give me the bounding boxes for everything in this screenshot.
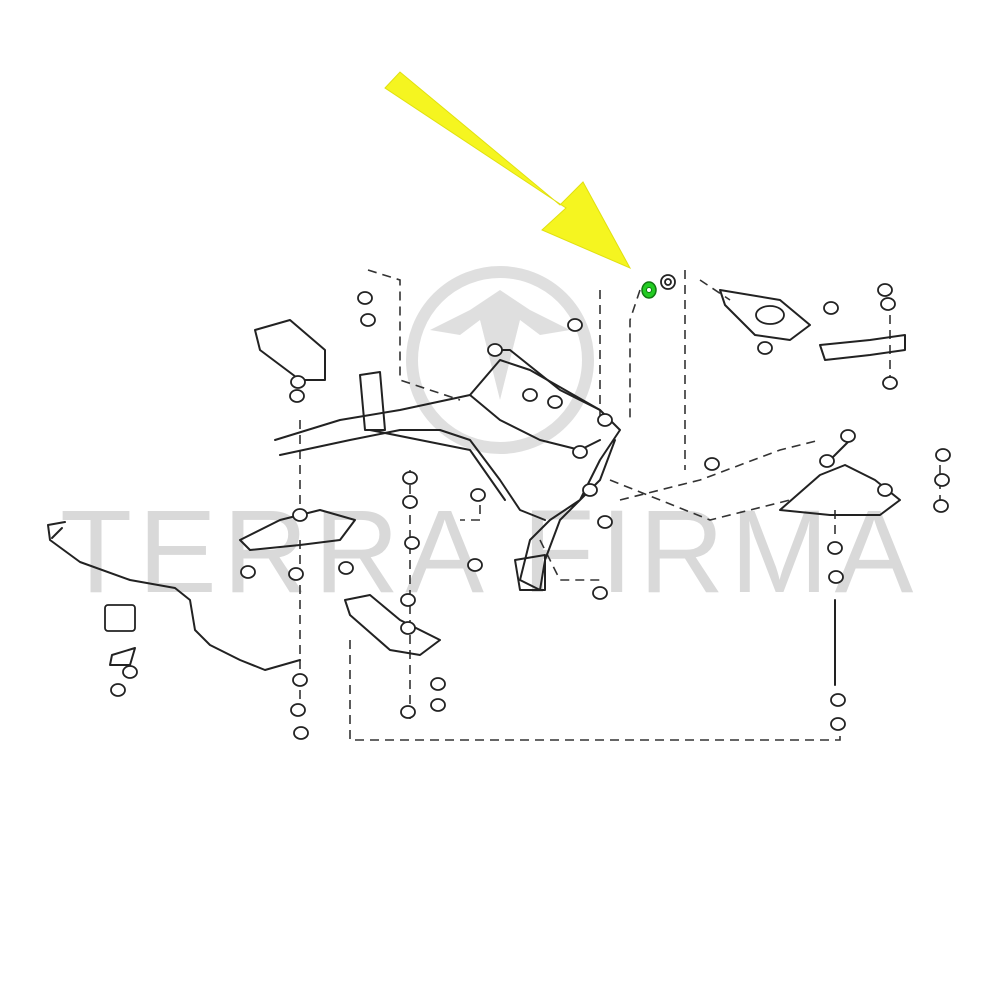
fastener <box>404 536 420 550</box>
fasteners <box>110 283 951 740</box>
fastener <box>880 297 896 311</box>
fastener <box>592 586 608 600</box>
fastener <box>823 301 839 315</box>
fastener <box>597 515 613 529</box>
fastener <box>572 445 588 459</box>
fastener <box>400 593 416 607</box>
fastener <box>819 454 835 468</box>
fastener <box>934 473 950 487</box>
fastener <box>827 541 843 555</box>
pointer-arrow <box>384 71 632 270</box>
fastener <box>122 665 138 679</box>
watermark-text: TERRA FIRMA <box>60 486 919 618</box>
fastener <box>292 673 308 687</box>
fastener <box>487 343 503 357</box>
fastener <box>293 726 309 740</box>
fastener <box>933 499 949 513</box>
fastener <box>360 313 376 327</box>
fastener <box>467 558 483 572</box>
fastener <box>840 429 856 443</box>
fastener <box>292 508 308 522</box>
fastener <box>290 703 306 717</box>
fastener <box>338 561 354 575</box>
fastener <box>430 677 446 691</box>
fastener <box>110 683 126 697</box>
fastener <box>597 413 613 427</box>
fastener <box>882 376 898 390</box>
fastener <box>430 698 446 712</box>
fastener <box>357 291 373 305</box>
fastener <box>877 483 893 497</box>
fastener <box>547 395 563 409</box>
fastener <box>240 565 256 579</box>
fastener <box>402 495 418 509</box>
fastener <box>757 341 773 355</box>
fastener <box>935 448 951 462</box>
fastener <box>289 389 305 403</box>
fastener <box>400 705 416 719</box>
fastener <box>828 570 844 584</box>
fastener <box>400 621 416 635</box>
stabilizer-bar <box>47 521 301 671</box>
fastener <box>290 375 306 389</box>
fastener <box>582 483 598 497</box>
highlighted-washer <box>641 274 676 299</box>
fastener <box>522 388 538 402</box>
fastener <box>704 457 720 471</box>
fastener <box>402 471 418 485</box>
fastener <box>470 488 486 502</box>
fastener <box>288 567 304 581</box>
fastener <box>830 717 846 731</box>
fastener <box>830 693 846 707</box>
fastener <box>567 318 583 332</box>
fastener <box>877 283 893 297</box>
stabilizer-bushing <box>104 604 136 632</box>
